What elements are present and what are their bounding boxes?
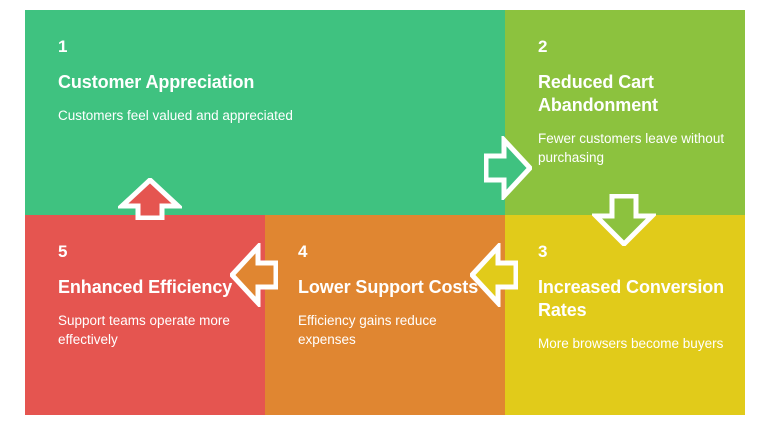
step-title-5: Enhanced Efficiency [58, 276, 233, 297]
step-title-1: Customer Appreciation [58, 71, 255, 92]
step-card-2-content: 2 Reduced Cart Abandonment Fewer custome… [505, 10, 745, 167]
step-card-3[interactable]: 3 Increased Conversion Rates More browse… [505, 215, 745, 415]
step-number-5: 5 [58, 242, 68, 261]
step-number-3: 3 [538, 242, 548, 261]
step-title-2: Reduced Cart Abandonment [538, 71, 658, 115]
step-description-3: More browsers become buyers [538, 335, 724, 351]
step-description-5: Support teams operate more effectively [58, 312, 230, 347]
step-title-3: Increased Conversion Rates [538, 276, 725, 320]
step-card-3-content: 3 Increased Conversion Rates More browse… [505, 215, 745, 353]
step-card-1-content: 1 Customer Appreciation Customers feel v… [25, 10, 505, 125]
step-title-4: Lower Support Costs [298, 276, 479, 297]
step-card-4[interactable]: 4 Lower Support Costs Efficiency gains r… [265, 215, 505, 415]
step-number-1: 1 [58, 37, 68, 56]
step-description-1: Customers feel valued and appreciated [58, 107, 293, 123]
step-card-5-content: 5 Enhanced Efficiency Support teams oper… [25, 215, 265, 349]
step-description-2: Fewer customers leave without purchasing [538, 130, 725, 165]
step-number-4: 4 [298, 242, 308, 261]
step-card-2[interactable]: 2 Reduced Cart Abandonment Fewer custome… [505, 10, 745, 215]
step-number-2: 2 [538, 37, 548, 56]
step-card-5[interactable]: 5 Enhanced Efficiency Support teams oper… [25, 215, 265, 415]
step-description-4: Efficiency gains reduce expenses [298, 312, 437, 347]
step-card-1[interactable]: 1 Customer Appreciation Customers feel v… [25, 10, 505, 215]
step-card-4-content: 4 Lower Support Costs Efficiency gains r… [265, 215, 505, 349]
